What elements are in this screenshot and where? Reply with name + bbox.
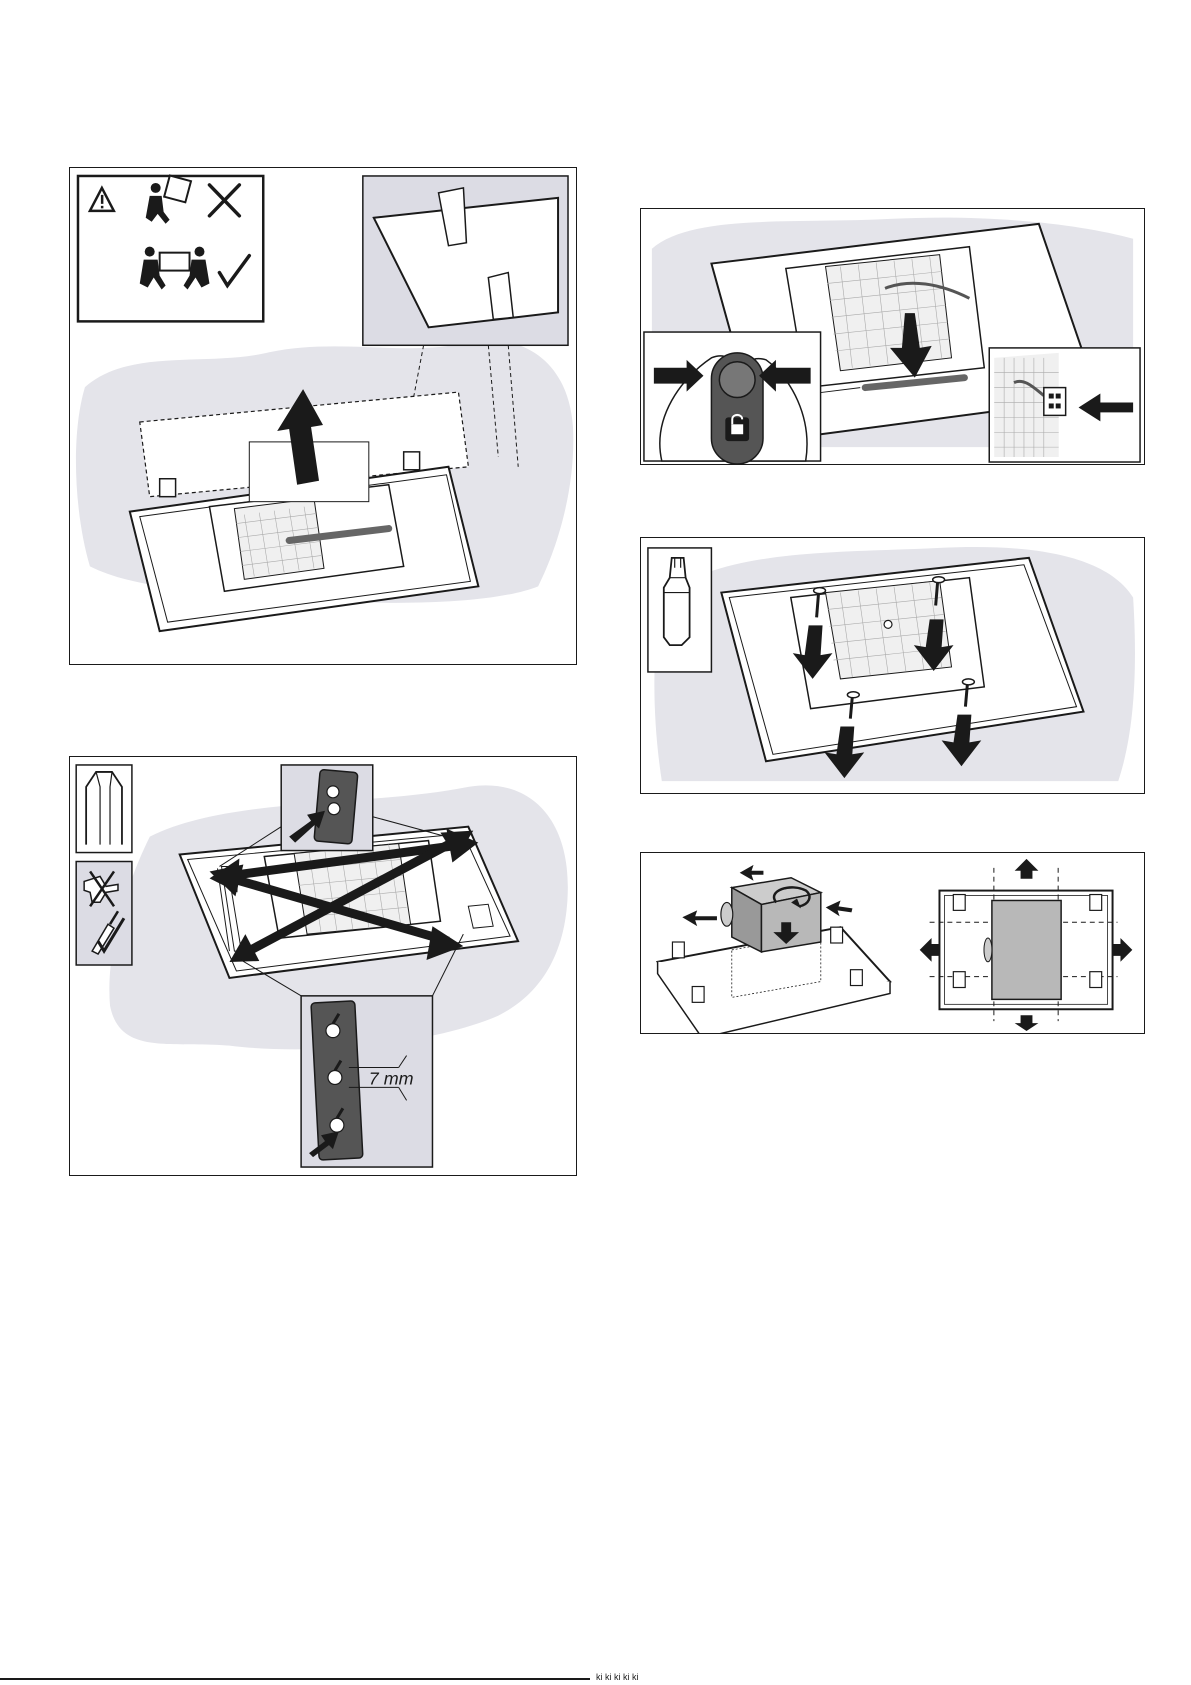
footer-text: ki ki ki ki ki	[596, 1672, 639, 1682]
hex-bit-icon	[86, 772, 122, 845]
footer-rule	[0, 1678, 590, 1680]
figure-lift-panel	[69, 167, 577, 665]
figure-lift-panel-drawing	[70, 168, 576, 664]
figure-remove-screws	[640, 537, 1145, 794]
figure-remove-screws-drawing	[641, 538, 1144, 793]
figure-disconnect-duct	[640, 208, 1145, 465]
dimension-label: 7 mm	[369, 1068, 414, 1088]
figure-fan-orientation	[640, 852, 1145, 1034]
figure-mounting-screws: 7 mm	[69, 756, 577, 1176]
figure-disconnect-duct-drawing	[641, 209, 1144, 464]
fan-box	[732, 878, 821, 952]
figure-mounting-screws-drawing: 7 mm	[70, 757, 576, 1175]
top-view-fan	[992, 900, 1061, 999]
filter-grid	[826, 255, 952, 371]
figure-fan-orientation-drawing	[641, 853, 1144, 1033]
unlock-icon	[725, 415, 749, 441]
